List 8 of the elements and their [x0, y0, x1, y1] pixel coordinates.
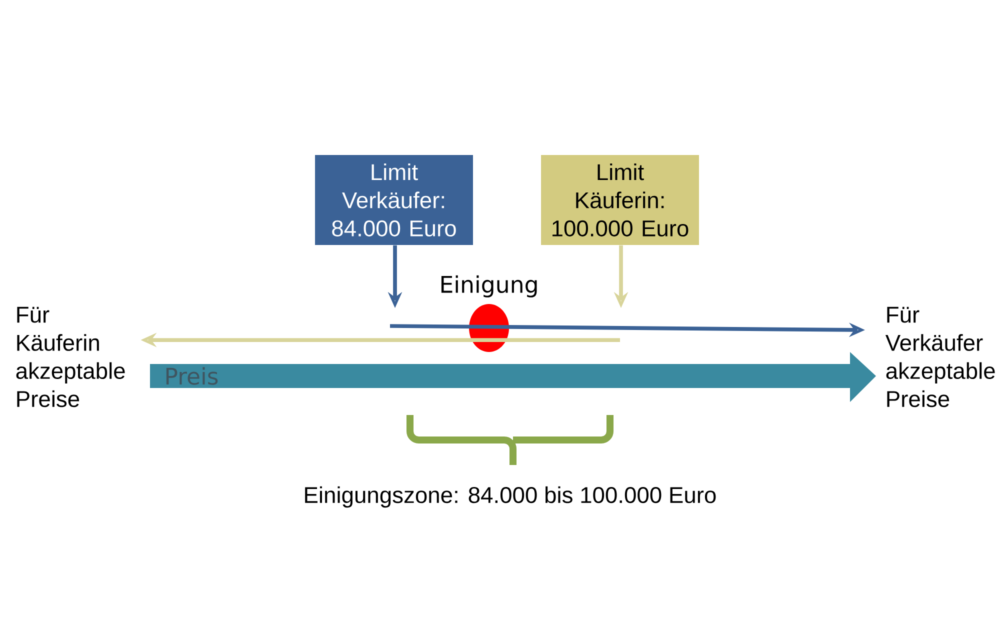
caption: Einigungszone: 84.000 bis 100.000 Euro [305, 486, 716, 508]
limit-box: Limit Verkäufer: 84.000 Euro [315, 155, 473, 245]
side-label: Für Verkäufer akzeptable Preise [885, 306, 995, 408]
limit-box: Limit Käuferin: 100.000 Euro [541, 155, 699, 245]
agreement-dot [469, 304, 509, 352]
axis-label: Preis [166, 367, 218, 385]
dot-label: Einigung [441, 275, 537, 298]
side-label: Für Käuferin akzeptable Preise [16, 306, 125, 408]
